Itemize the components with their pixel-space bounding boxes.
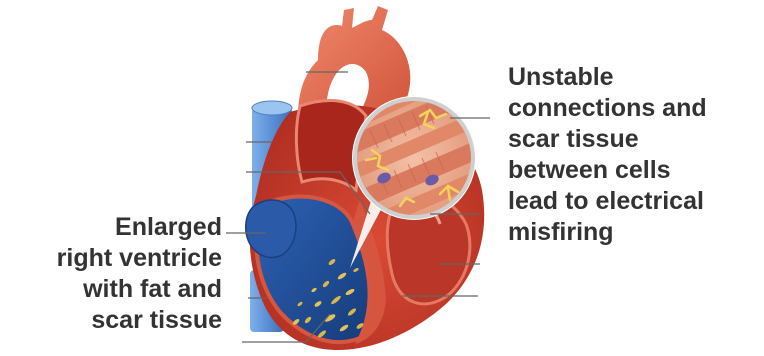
caption-line: scar tissue bbox=[508, 124, 758, 155]
caption-line: lead to electrical bbox=[508, 186, 758, 217]
caption-line: right ventricle bbox=[0, 243, 222, 274]
caption-line: Enlarged bbox=[0, 212, 222, 243]
caption-line: Unstable bbox=[508, 62, 758, 93]
caption-line: misfiring bbox=[508, 217, 758, 248]
caption-line: between cells bbox=[508, 155, 758, 186]
right-ventricle-caption: Enlarged right ventricle with fat and sc… bbox=[0, 212, 222, 336]
caption-line: connections and bbox=[508, 93, 758, 124]
caption-line: scar tissue bbox=[0, 305, 222, 336]
caption-line: with fat and bbox=[0, 274, 222, 305]
electrical-misfiring-caption: Unstable connections and scar tissue bet… bbox=[508, 62, 758, 248]
